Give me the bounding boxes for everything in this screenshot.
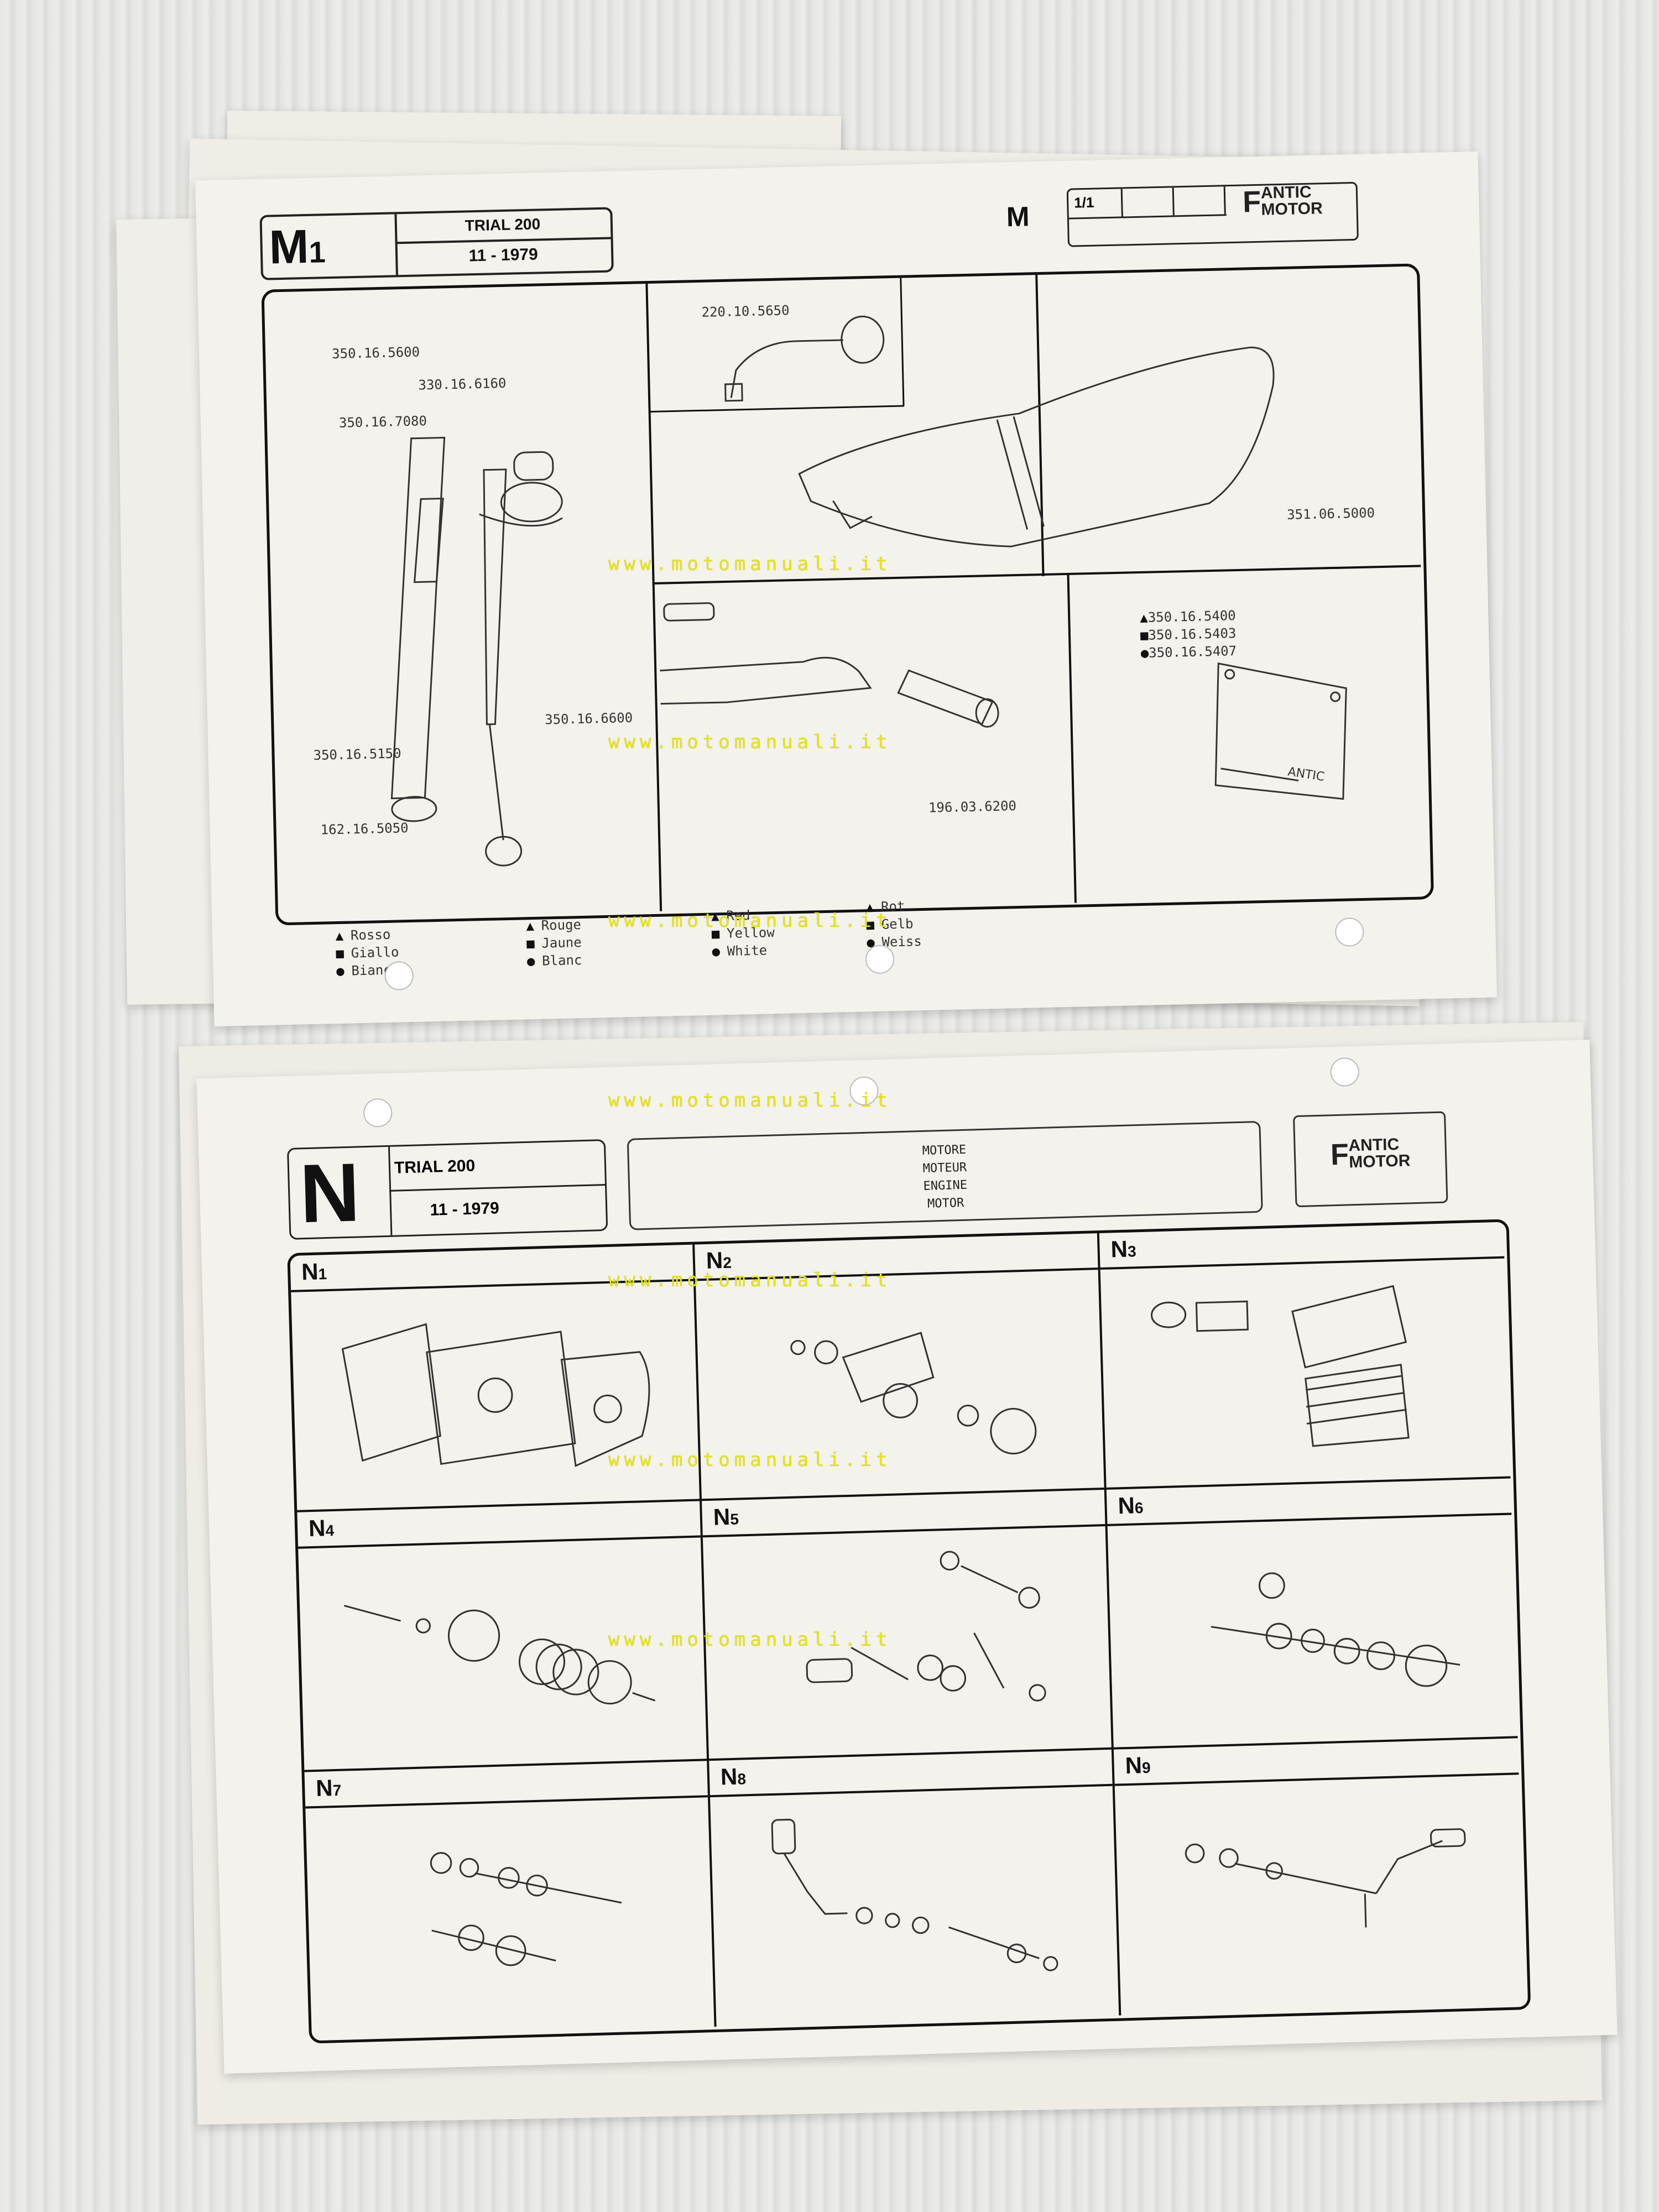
cell-label: N5 (713, 1503, 739, 1530)
parts-sheet-m1: M1 TRIAL 200 11 - 1979 M 1/1 F ANTIC MOT… (195, 151, 1498, 1027)
gear-selector-drawing (806, 1551, 1046, 1702)
sheet-title-box: M1 TRIAL 200 11 - 1979 (259, 207, 614, 280)
fantic-motor-logo: F ANTIC MOTOR (1292, 1111, 1448, 1208)
parts-sheet-n: N TRIAL 200 11 - 1979 MOTORE MOTEUR ENGI… (196, 1040, 1618, 2074)
cell-label: N6 (1117, 1492, 1144, 1519)
number-plate-drawing: ANTIC (1214, 662, 1347, 800)
watermark: www.motomanuali.it (608, 1449, 892, 1471)
part-number: 350.16.5150 (313, 745, 401, 763)
binder-hole (1334, 917, 1364, 947)
model-name: TRIAL 200 (394, 1156, 476, 1177)
watermark: www.motomanuali.it (608, 1089, 892, 1112)
front-fork-drawing (390, 436, 563, 867)
part-number: 350.16.6600 (544, 709, 633, 728)
main-shaft-drawing (430, 1852, 622, 1966)
cell-label: N1 (301, 1258, 327, 1285)
part-number: ■350.16.5403 (1140, 625, 1237, 643)
colour-legend-fr: ▲Rouge ■Jaune ●Blanc (526, 917, 582, 969)
index-cell-n8[interactable]: N8 (709, 1750, 1119, 2027)
binder-hole (363, 1098, 393, 1128)
part-number: ●350.16.5407 (1140, 643, 1237, 661)
part-number: 351.06.5000 (1286, 505, 1375, 523)
index-cell-n9[interactable]: N9 (1114, 1738, 1525, 2015)
fantic-motor-logo: F ANTIC MOTOR (1242, 182, 1323, 219)
section-indicator: M (1006, 201, 1030, 233)
binder-hole (384, 961, 414, 991)
binder-hole (865, 945, 895, 974)
section-number: 1 (308, 236, 326, 269)
grip-drawing (660, 602, 999, 728)
cell-label: N3 (1110, 1235, 1137, 1262)
index-grid: N1 N2 (287, 1219, 1531, 2044)
index-cell-n2[interactable]: N2 (695, 1233, 1104, 1499)
part-number: 196.03.6200 (928, 798, 1017, 816)
section-letter: M (268, 220, 310, 274)
index-cell-n3[interactable]: N3 (1099, 1222, 1511, 1488)
kickstart-drawing (771, 1818, 1058, 1971)
gearbox-shaft-drawing (1211, 1572, 1460, 1687)
clutch-drawing (343, 1605, 656, 1705)
cell-label: N7 (315, 1775, 342, 1801)
crankshaft-drawing (790, 1332, 1037, 1455)
cell-label: N4 (308, 1515, 335, 1542)
index-cell-n4[interactable]: N4 (297, 1501, 707, 1770)
part-number: 220.10.5650 (701, 302, 790, 320)
part-number: ▲350.16.5400 (1139, 608, 1236, 625)
cylinder-drawing (1151, 1285, 1410, 1447)
binder-hole (1330, 1057, 1360, 1087)
page-count: 1/1 (1073, 194, 1094, 211)
gear-lever-drawing (1185, 1828, 1466, 1928)
section-description-box: MOTORE MOTEUR ENGINE MOTOR (627, 1120, 1263, 1230)
index-cell-n6[interactable]: N6 (1107, 1478, 1518, 1747)
part-number: 330.16.6160 (418, 375, 507, 393)
watermark: www.motomanuali.it (608, 1269, 892, 1291)
watermark: www.motomanuali.it (608, 1629, 892, 1651)
model-name: TRIAL 200 (465, 215, 541, 234)
sheet-title-box: N TRIAL 200 11 - 1979 (286, 1139, 608, 1240)
crankcase-drawing (341, 1323, 650, 1467)
part-number: 350.16.7080 (338, 413, 427, 431)
watermark: www.motomanuali.it (608, 910, 892, 932)
watermark: www.motomanuali.it (608, 731, 892, 753)
issue-date: 11 - 1979 (468, 245, 539, 265)
cell-label: N8 (720, 1763, 747, 1790)
part-number: 162.16.5050 (320, 820, 409, 838)
section-code: M1 (268, 220, 392, 274)
watermark: www.motomanuali.it (608, 553, 892, 575)
mirror-drawing (724, 315, 885, 402)
plate-logo-text: ANTIC (1287, 765, 1326, 784)
index-cell-n7[interactable]: N7 (304, 1761, 714, 2038)
seat-drawing (798, 346, 1275, 547)
issue-date: 11 - 1979 (430, 1199, 500, 1219)
cell-label: N9 (1125, 1752, 1151, 1779)
index-cell-n5[interactable]: N5 (702, 1490, 1112, 1759)
index-cell-n1[interactable]: N1 (290, 1245, 700, 1510)
section-letter: N (298, 1145, 361, 1240)
part-number: 350.16.5600 (331, 344, 420, 362)
diagram-frame: ANTIC 350.16.5600 330.16.6160 350.16.708… (261, 263, 1434, 926)
